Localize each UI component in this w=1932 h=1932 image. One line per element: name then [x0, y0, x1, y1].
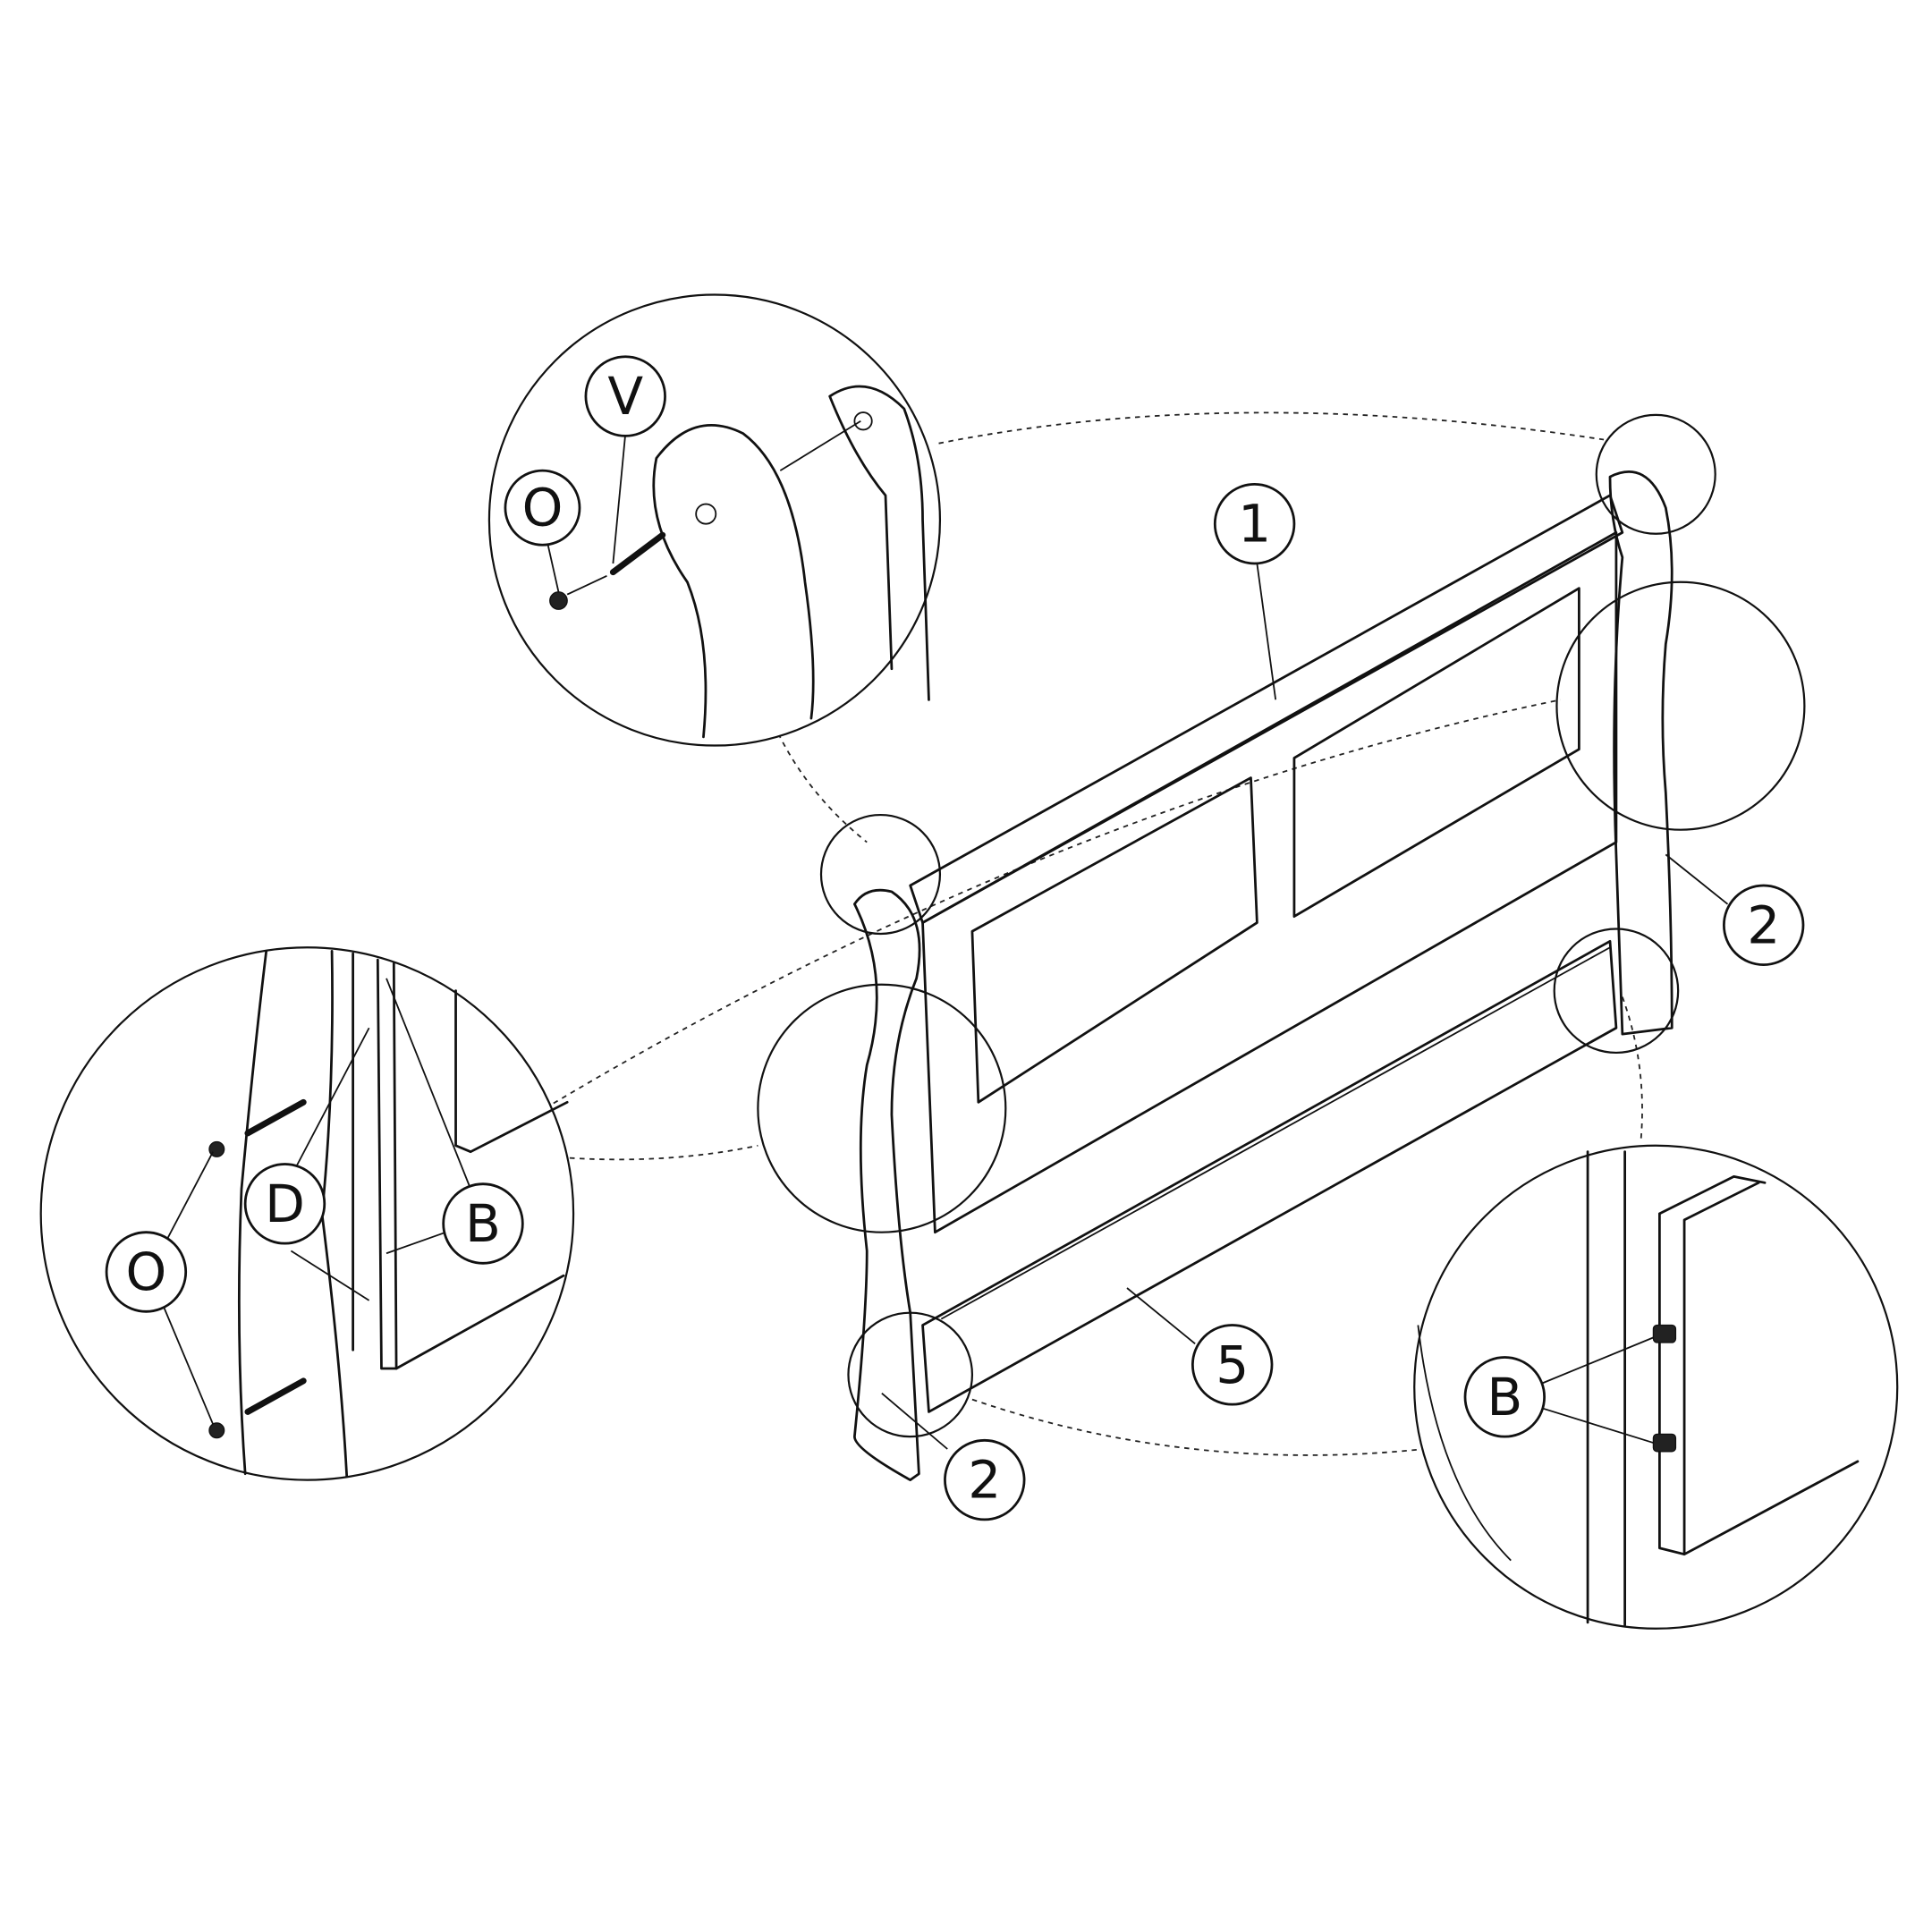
- callout-left-O: [105, 1231, 188, 1313]
- callout-left-D-label: D: [265, 1174, 305, 1234]
- callout-top-V: [584, 355, 666, 437]
- leader-left: [544, 699, 1561, 1161]
- detail-marker-left: [757, 983, 1007, 1233]
- callout-part-2-right: [1723, 884, 1805, 966]
- callout-part-1: [1213, 482, 1296, 565]
- detail-marker-left-bottom: [847, 1311, 974, 1438]
- callout-part-2-right-label: 2: [1747, 894, 1780, 955]
- callout-left-D: [243, 1163, 326, 1245]
- callout-part-5-label: 5: [1216, 1335, 1249, 1395]
- callout-part-5: [1191, 1324, 1274, 1406]
- callout-top-O: [504, 469, 581, 547]
- callout-part-2-left: [944, 1438, 1026, 1521]
- headboard-assembly: [853, 470, 1674, 1481]
- detail-marker-right-bottom: [1553, 928, 1680, 1055]
- callout-part-2-left-label: 2: [968, 1450, 1001, 1511]
- callout-top-V-label: V: [607, 366, 643, 427]
- leader-bottom: [971, 996, 1643, 1456]
- callout-right-B-label: B: [1487, 1367, 1522, 1428]
- detail-right: [1413, 1144, 1899, 1630]
- callout-part-1-label: 1: [1238, 494, 1271, 555]
- detail-marker-right: [1555, 580, 1806, 831]
- callout-left-O-label: O: [126, 1241, 167, 1302]
- leader-top-left: [773, 724, 868, 843]
- callout-right-B: [1463, 1356, 1546, 1438]
- callout-top-O-label: O: [522, 478, 564, 538]
- detail-marker-top-left: [819, 813, 942, 936]
- callout-left-B: [442, 1182, 524, 1265]
- detail-marker-top-right: [1595, 413, 1716, 535]
- leader-top: [938, 411, 1605, 445]
- callout-left-B-label: B: [465, 1193, 501, 1254]
